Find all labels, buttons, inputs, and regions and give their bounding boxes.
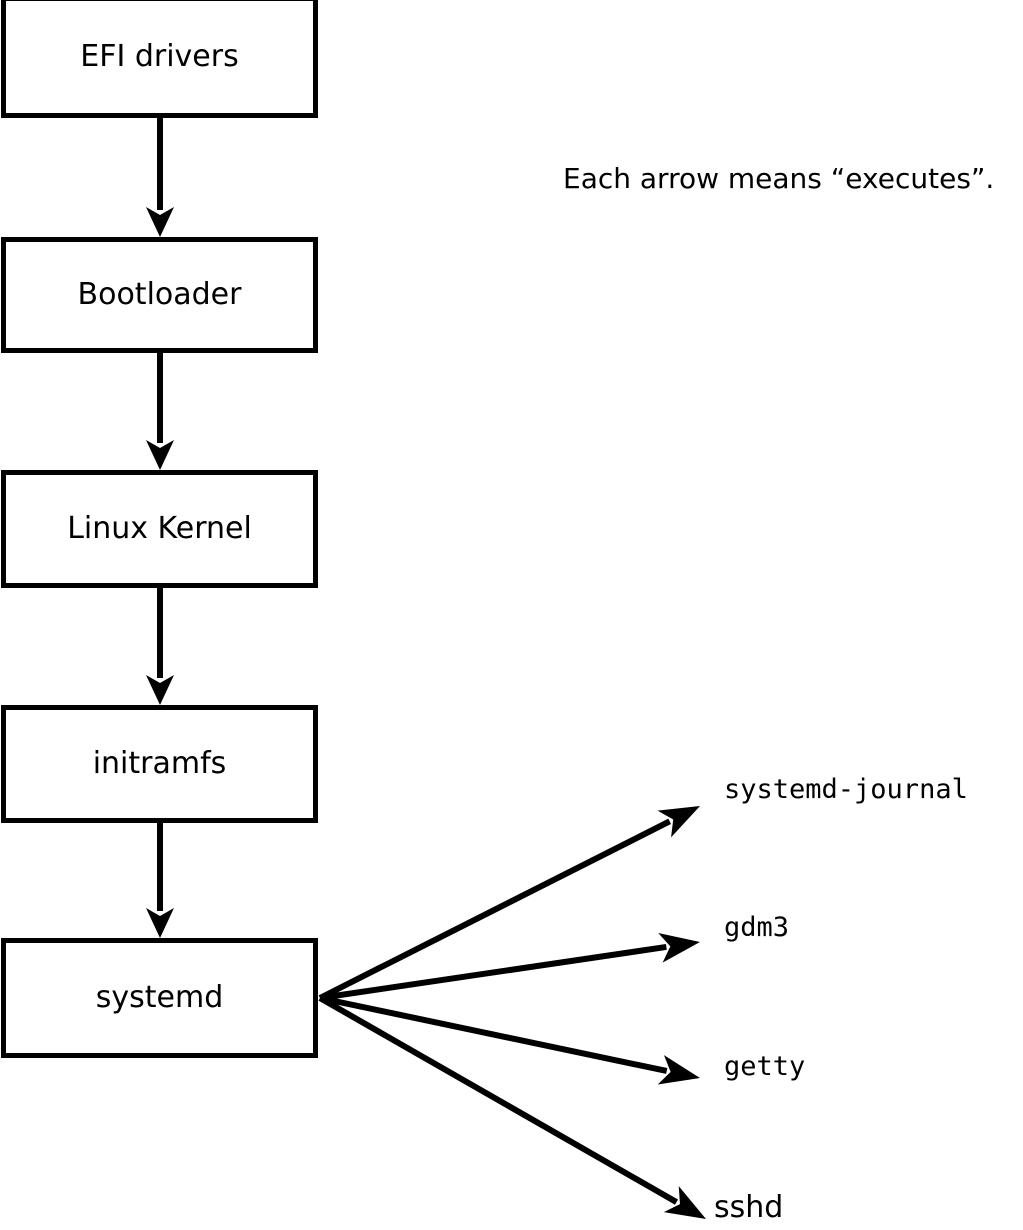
fanout-arrow-shaft-sshd [318,995,678,1205]
node-efi-drivers[interactable]: EFI drivers [1,0,318,118]
node-label-systemd: systemd [95,980,224,1015]
node-label-bootloader: Bootloader [77,277,242,312]
fanout-arrow-shaft-getty [319,995,668,1074]
chain-arrow-head-2 [146,675,174,705]
leaf-label-sshd[interactable]: sshd [714,1190,784,1225]
diagram-note: Each arrow means “executes”. [563,162,995,195]
fanout-arrow-head-sshd [663,1186,706,1219]
leaf-label-systemd-journal[interactable]: systemd-journal [724,774,968,805]
node-bootloader[interactable]: Bootloader [1,237,318,353]
fanout-arrow-head-getty [657,1055,700,1085]
fanout-arrow-shaft-systemd-journal [318,818,672,1001]
node-systemd[interactable]: systemd [1,938,318,1058]
leaf-label-getty[interactable]: getty [724,1051,806,1082]
node-label-linux-kernel: Linux Kernel [67,511,252,546]
fanout-arrow-head-gdm3 [658,932,700,963]
node-label-initramfs: initramfs [92,746,227,781]
node-label-efi-drivers: EFI drivers [80,39,239,74]
chain-arrow-head-0 [146,207,174,237]
node-initramfs[interactable]: initramfs [1,705,318,823]
fanout-arrow-head-systemd-journal [657,806,700,838]
node-linux-kernel[interactable]: Linux Kernel [1,470,318,588]
fanout-arrow-shaft-gdm3 [319,943,667,1001]
chain-arrow-head-1 [146,440,174,470]
chain-arrow-head-3 [146,908,174,938]
leaf-label-gdm3[interactable]: gdm3 [724,912,790,943]
